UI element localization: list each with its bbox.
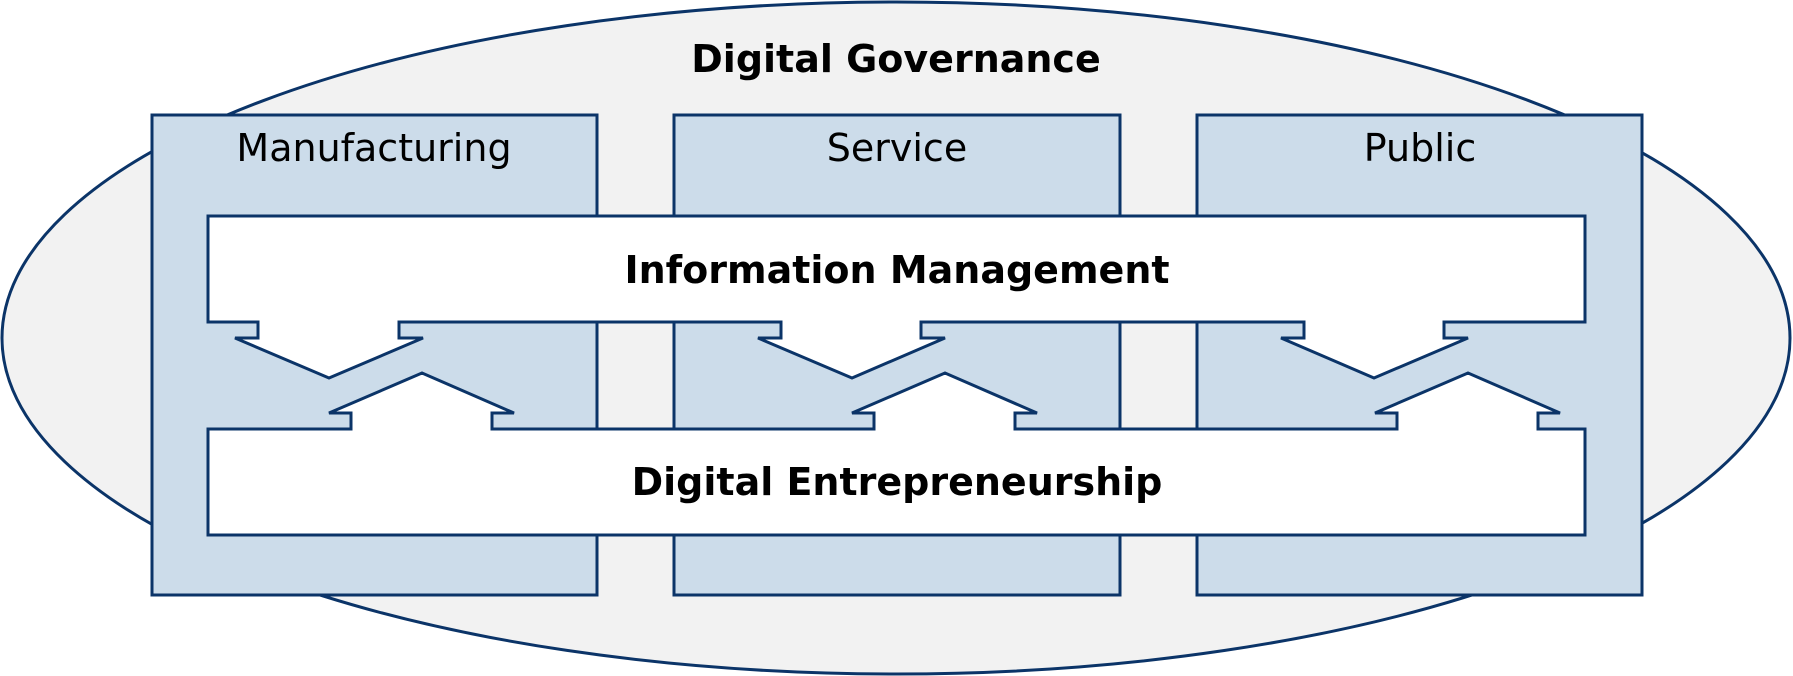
digital-entrepreneurship-layer <box>206 371 1587 537</box>
information-management-layer <box>206 214 1587 380</box>
layer-label-digital-entrepreneurship: Digital Entrepreneurship <box>632 460 1163 504</box>
sector-label-service: Service <box>827 126 967 170</box>
layer-label-information-management: Information Management <box>624 248 1169 292</box>
sector-label-manufacturing: Manufacturing <box>236 126 511 170</box>
sector-label-public: Public <box>1364 126 1476 170</box>
diagram-title: Digital Governance <box>691 37 1100 81</box>
